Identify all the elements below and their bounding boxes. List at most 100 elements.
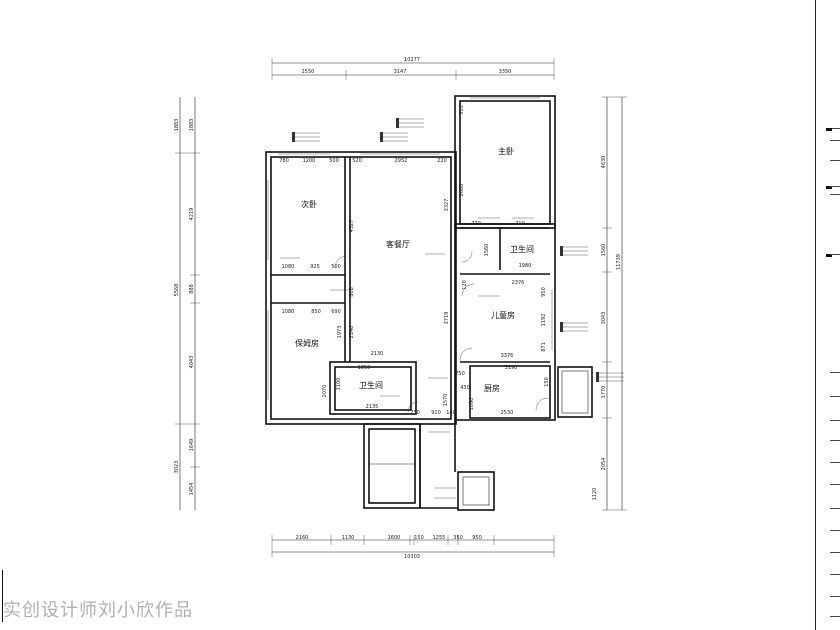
room-label-kitchen: 厨房 (484, 383, 500, 393)
designer-credit: 实创设计师刘小欣作品 (3, 600, 193, 621)
dim-living-top-1: 520 (352, 158, 362, 164)
dim-living-left-mid: 808 (349, 287, 355, 297)
dim-corridor-3: 140 (446, 410, 456, 416)
title-block-divider (830, 140, 840, 141)
title-block-mark (826, 128, 832, 131)
title-block-divider (830, 484, 840, 485)
dim-bottom-total: 10303 (404, 554, 420, 560)
dim-bottom-seg7: 950 (472, 535, 482, 541)
dim-bath-w-left: 1100 (336, 378, 342, 391)
dim-misc-150: 150 (544, 377, 550, 387)
dim-corridor-1: 730 (410, 410, 420, 416)
dim-left-inner-f: 1454 (189, 483, 195, 496)
dim-second-bottom-1: 1080 (282, 264, 295, 270)
dim-bottom-seg1: 2160 (296, 535, 309, 541)
dim-left-inner-d: 4043 (189, 356, 195, 369)
room-label-second: 次卧 (301, 199, 317, 209)
dim-left-inner-e: 1649 (189, 439, 195, 452)
title-block-mark (826, 254, 832, 257)
dim-bath-e-770: 770 (471, 221, 481, 227)
dim-bath-w-top: 1850 (358, 365, 371, 371)
dim-master-left: 2000 (459, 184, 465, 197)
dim-right-inner-a: 4630 (601, 156, 607, 169)
dim-living-top-2: 2952 (395, 158, 408, 164)
title-block-divider (830, 440, 840, 441)
floor-plan: 10277 2550 3147 3350 2160 1130 1600 150 … (174, 57, 627, 560)
dim-kitchen-top: 3190 (505, 365, 518, 371)
title-block (815, 0, 840, 630)
dim-left-inner-c: 888 (189, 284, 195, 294)
dim-bath-e-left: 1560 (484, 244, 490, 257)
dim-living-left-low: 2140 (349, 326, 355, 339)
dim-left-outer-b: 5568 (174, 284, 180, 297)
dim-nanny-top-1: 1080 (282, 309, 295, 315)
walls (265, 95, 593, 511)
title-block-divider (830, 396, 840, 397)
dim-corridor-2: 910 (431, 410, 441, 416)
dim-right-inner-c: 3043 (601, 312, 607, 325)
dim-nanny-top-2: 850 (311, 309, 321, 315)
dim-top-seg1: 2550 (302, 69, 315, 75)
dim-bottom-seg2: 1130 (342, 535, 355, 541)
title-block-mark (826, 186, 832, 189)
dim-nanny-top-3: 690 (331, 309, 341, 315)
title-block-divider (830, 194, 840, 195)
dim-top-seg2: 3147 (394, 69, 407, 75)
room-label-bath-east: 卫生间 (510, 244, 534, 254)
dim-child-950: 950 (541, 287, 547, 297)
door-swings (334, 251, 549, 413)
title-block-divider (830, 552, 840, 553)
title-block-divider (830, 372, 840, 373)
title-block-divider (830, 530, 840, 531)
dim-kitchen-430: 430 (460, 385, 470, 391)
dim-second-top-1: 780 (279, 158, 289, 164)
dim-child-right: 1192 (541, 314, 547, 327)
dim-second-right: 4527 (349, 220, 355, 233)
dim-kitchen-bottom: 2530 (501, 410, 514, 416)
title-block-divider (830, 596, 840, 597)
dim-master-510: 510 (459, 105, 465, 115)
room-label-child: 儿童房 (491, 310, 515, 320)
dim-left-inner-b: 4219 (189, 208, 195, 221)
dim-bath-w-bottom: 2135 (366, 404, 379, 410)
dim-misc-750: 750 (455, 371, 465, 377)
title-block-divider (830, 574, 840, 575)
title-block-divider (830, 616, 840, 617)
dim-kitchen-inner: 1090 (469, 398, 475, 411)
dim-top-seg3: 3350 (499, 69, 512, 75)
title-block-divider (830, 254, 840, 255)
dim-child-bottom: 3376 (501, 353, 514, 359)
dim-bottom-seg3: 1600 (388, 535, 401, 541)
dim-child-side: 871 (541, 342, 547, 352)
dim-living-bottom: 2130 (371, 351, 384, 357)
title-block-divider (830, 508, 840, 509)
dim-child-120: 120 (462, 280, 468, 290)
dim-left-inner-a: 1883 (189, 119, 195, 132)
title-block-divider (830, 160, 840, 161)
room-label-nanny: 保姆房 (295, 338, 319, 348)
dim-kitchen-left: 1570 (443, 394, 449, 407)
dim-second-bottom-3: 500 (331, 264, 341, 270)
dim-bottom-seg4: 150 (414, 535, 424, 541)
dim-right-inner-b: 1560 (601, 244, 607, 257)
dim-nanny-right: 1973 (337, 326, 343, 339)
dim-right-outer-a: 11739 (616, 254, 622, 270)
interior-dimensions: 780 1200 500 520 2952 220 1080 925 500 4… (279, 105, 550, 416)
dim-right-inner-e: 2054 (601, 458, 607, 471)
windows (267, 97, 553, 400)
room-label-living: 客餐厅 (386, 239, 410, 249)
dim-bath-w-side: 2070 (322, 385, 328, 398)
dim-bottom-seg5: 1255 (433, 535, 446, 541)
dim-bottom-seg6: 350 (453, 535, 463, 541)
dim-bath-e-710: 710 (515, 221, 525, 227)
dim-living-top-3: 220 (437, 158, 447, 164)
dim-left-outer-a: 1883 (174, 119, 180, 132)
dim-second-bottom-2: 925 (310, 264, 320, 270)
title-block-divider (830, 128, 840, 129)
dim-second-top-3: 500 (329, 158, 339, 164)
left-border-line (2, 570, 3, 622)
dim-right-inner-f: 1120 (592, 488, 598, 501)
title-block-divider (830, 420, 840, 421)
dim-bath-e-bottom: 1980 (519, 263, 532, 269)
title-block-divider (830, 462, 840, 463)
